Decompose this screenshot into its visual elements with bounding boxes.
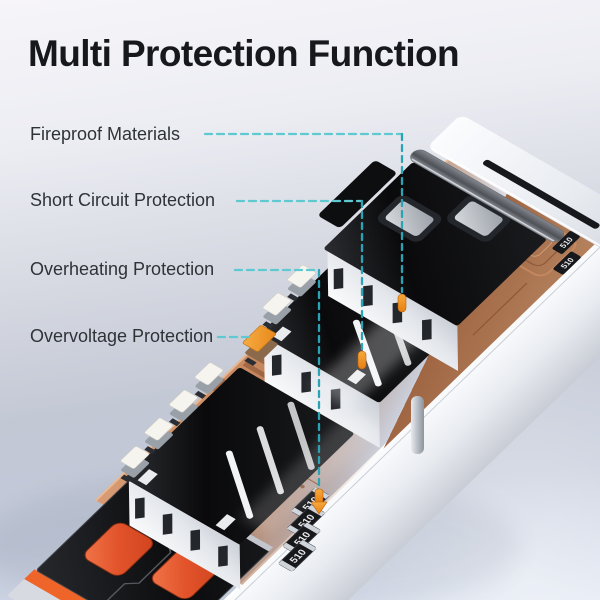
smd-capacitor-row (120, 265, 316, 483)
marker-short-circuit (357, 350, 367, 370)
marker-fireproof (397, 293, 407, 313)
leader-markers (310, 293, 407, 515)
shell-end-cap (430, 116, 600, 287)
label-fireproof-materials: Fireproof Materials (30, 124, 181, 144)
port-contact (272, 326, 292, 342)
port-top-face (324, 162, 546, 326)
resistor-510: 510 (282, 522, 321, 555)
port-window (377, 195, 442, 242)
label-short-circuit-protection: Short Circuit Protection (30, 190, 216, 210)
plug-orange-stripe (24, 569, 170, 600)
shell-slot (483, 159, 600, 229)
glare-highlight (240, 413, 378, 535)
resistor-510: 510 (278, 539, 317, 572)
label-overvoltage-protection: Overvoltage Protection (30, 326, 214, 346)
port-contact-slots (135, 497, 228, 567)
port-cover-piece (319, 161, 396, 228)
resistor-group-far: 510 510 (552, 231, 581, 275)
port-cut-face (128, 480, 241, 590)
page-title: Multi Protection Function (28, 32, 460, 74)
port-contact (215, 514, 236, 531)
usb-port-3 (319, 149, 565, 372)
port-contact (137, 469, 158, 486)
label-overheating-protection: Overheating Protection (30, 259, 215, 279)
resistor-510: 510 (286, 504, 326, 537)
leader-lines (203, 132, 404, 489)
plug-contact-pad (84, 522, 153, 576)
usb-port-1 (125, 367, 354, 590)
marker-overheating (310, 488, 328, 515)
metal-post (411, 396, 424, 454)
overvoltage-component (242, 325, 278, 366)
circuit-board: 510 510 510 510 (7, 116, 600, 600)
